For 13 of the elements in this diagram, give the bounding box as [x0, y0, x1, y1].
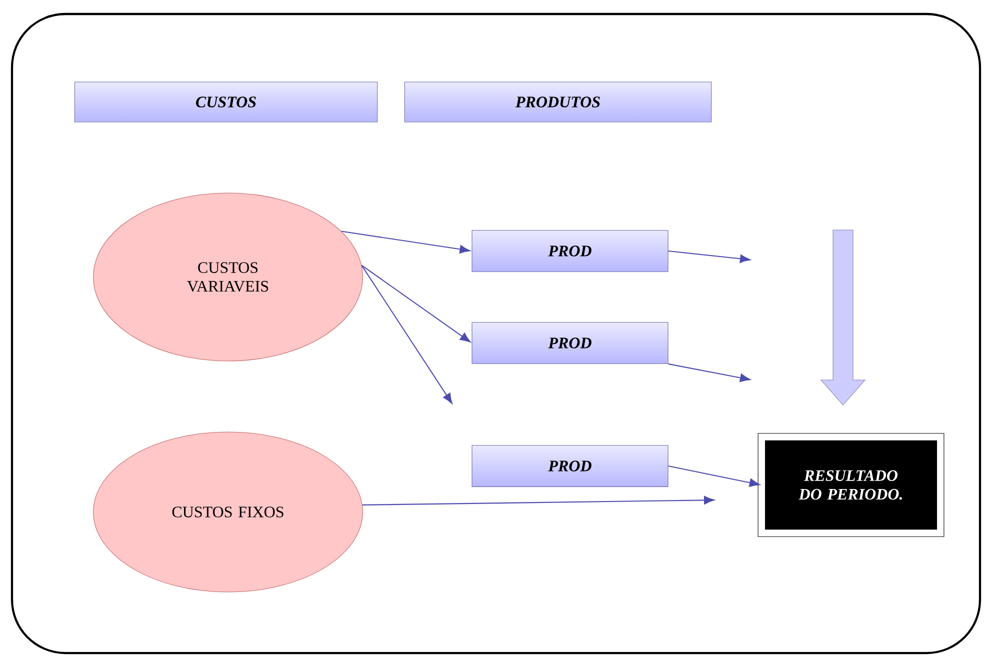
- arrow: [362, 496, 714, 506]
- arrow: [668, 363, 750, 382]
- arrow: [361, 265, 452, 404]
- result-box: RESULTADO DO PERIODO.: [758, 433, 944, 537]
- arrow: [668, 465, 760, 487]
- product-box: PROD: [472, 322, 668, 364]
- header-box: PRODUTOS: [404, 82, 712, 122]
- product-box: PROD: [472, 445, 668, 487]
- arrow: [341, 230, 470, 254]
- header-box: CUSTOS: [74, 82, 378, 122]
- product-box: PROD: [472, 230, 668, 272]
- arrow: [668, 250, 750, 264]
- arrow: [361, 264, 471, 342]
